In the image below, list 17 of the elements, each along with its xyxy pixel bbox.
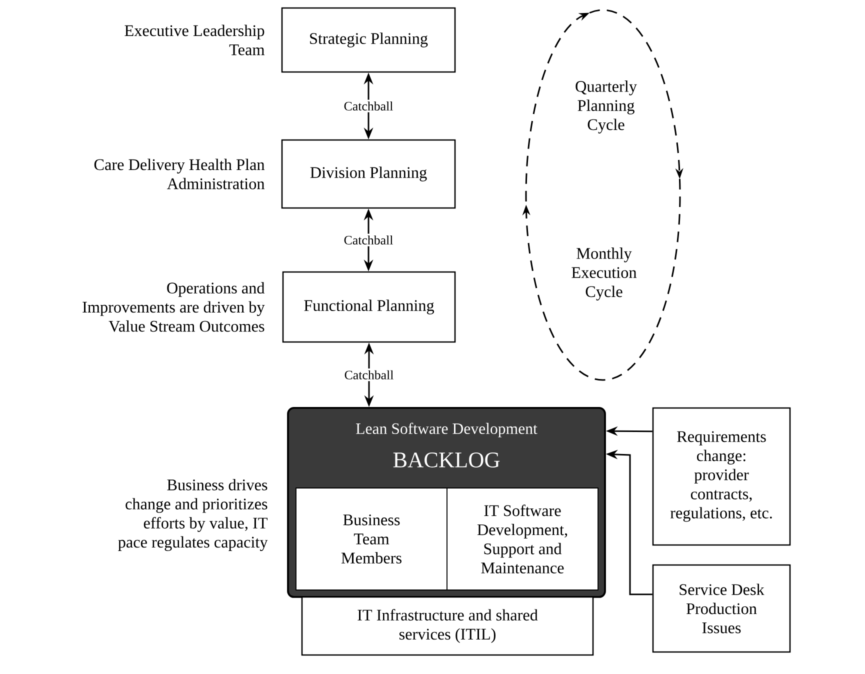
input-box: Service Desk Production Issues <box>652 564 791 653</box>
side-note: Care Delivery Health Plan Administration <box>94 158 265 190</box>
process-box: Functional Planning <box>282 271 456 343</box>
side-note: Executive Leadership Team <box>124 24 265 56</box>
side-note: Operations and Improvements are driven by Value Stream Outcomes <box>82 282 265 332</box>
edge-label: Catchball <box>344 101 393 111</box>
input-box: Requirements change: provider contracts, regulations, etc. <box>652 407 791 546</box>
edge-label: Catchball <box>344 235 393 245</box>
cycle-label: Quarterly Planning Cycle <box>576 80 637 134</box>
process-box: Strategic Planning <box>281 7 456 73</box>
process-box: Division Planning <box>281 139 456 209</box>
cycle-label: Monthly Execution Cycle <box>572 248 637 300</box>
edge-label: Catchball <box>344 370 394 380</box>
side-note: Business drives change and prioritizes efforts by value, IT pace regulates capacity <box>118 478 268 551</box>
team-box: IT Software Development, Support and Maintenance <box>446 488 598 590</box>
team-box: Business Team Members <box>296 488 448 590</box>
infrastructure-box: IT Infrastructure and shared services (ITIL) <box>301 596 594 656</box>
